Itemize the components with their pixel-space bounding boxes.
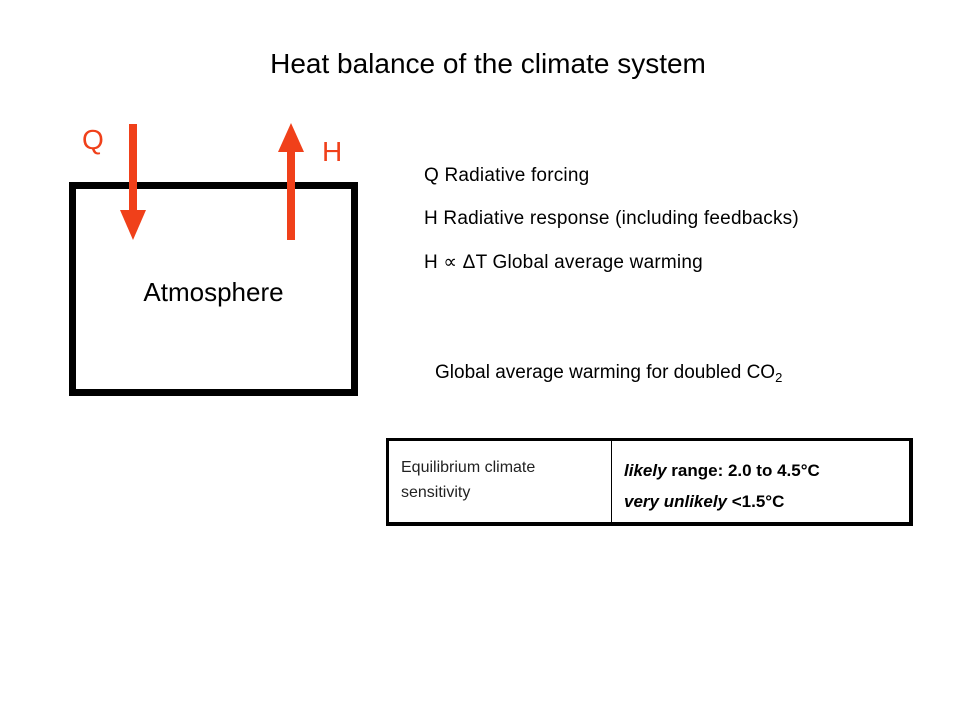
sensitivity-table: Equilibrium climate sensitivity likely r…	[386, 438, 913, 526]
legend-q-line: Q Radiative forcing	[424, 165, 590, 186]
atmosphere-label: Atmosphere	[143, 277, 284, 307]
very-unlikely-value: <1.5°C	[727, 492, 785, 511]
likely-range-value: range: 2.0 to 4.5°C	[666, 461, 820, 480]
delta-t-symbol: ΔT	[462, 252, 488, 273]
sensitivity-values: likely range: 2.0 to 4.5°C very unlikely…	[612, 440, 912, 525]
sensitivity-row-label: Equilibrium climate sensitivity	[387, 439, 612, 524]
table-row: Equilibrium climate sensitivity likely r…	[387, 439, 912, 525]
h-label: H	[322, 136, 343, 167]
co2-subscript: 2	[775, 370, 783, 385]
legend-h-line: H Radiative response (including feedback…	[424, 208, 799, 229]
h-up-arrow	[278, 123, 304, 240]
atmosphere-box: Atmosphere	[69, 182, 358, 396]
legend-proportional-line: H ∝ ΔT Global average warming	[424, 251, 703, 274]
very-unlikely-word: very unlikely	[624, 492, 728, 511]
doubled-co2-text: Global average warming for doubled CO	[435, 362, 776, 383]
q-down-arrow	[120, 124, 146, 240]
legend-h-symbol: H	[424, 252, 438, 273]
likely-range-line: likely range: 2.0 to 4.5°C	[624, 455, 899, 486]
proportional-symbol: ∝	[443, 252, 458, 273]
likely-word: likely	[624, 461, 667, 480]
very-unlikely-line: very unlikely <1.5°C	[624, 486, 899, 517]
doubled-co2-heading: Global average warming for doubled CO2	[435, 362, 782, 385]
q-label: Q	[82, 124, 104, 155]
slide-title: Heat balance of the climate system	[270, 48, 706, 79]
legend-warming-label: Global average warming	[492, 252, 703, 273]
